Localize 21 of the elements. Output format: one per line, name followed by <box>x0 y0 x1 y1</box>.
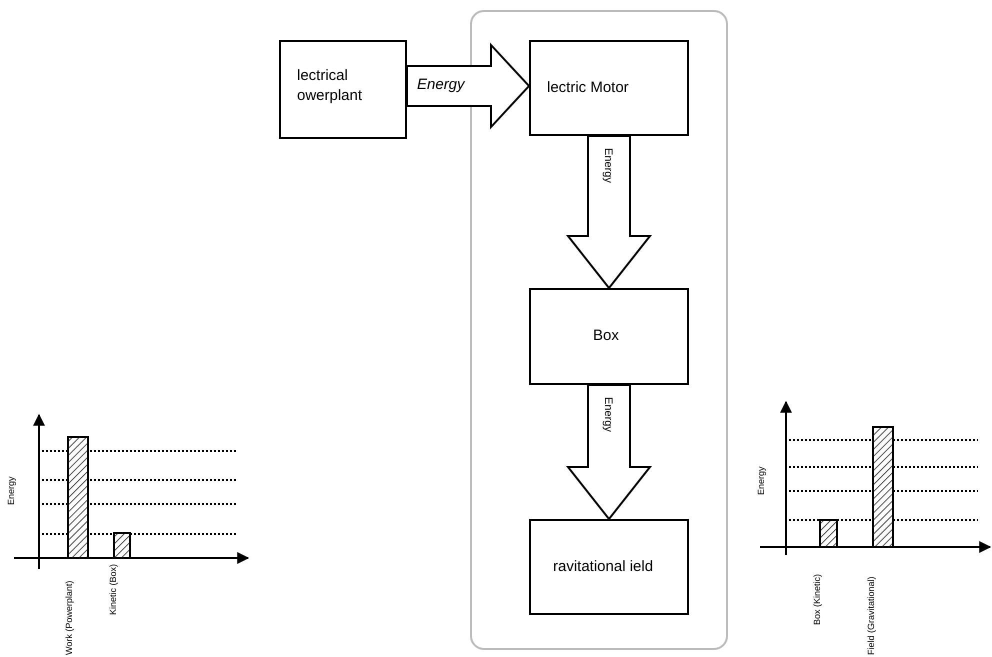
process-box <box>529 288 689 385</box>
axis-label: Energy <box>6 476 16 505</box>
process-box <box>279 40 407 139</box>
box-label: ravitational ield <box>553 557 654 577</box>
arrow <box>406 42 530 130</box>
box-label: lectric Motor <box>547 78 629 98</box>
box-label: lectrical owerplant <box>297 66 364 106</box>
arrow <box>566 384 652 521</box>
bar-label: Work (Powerplant) <box>64 580 74 655</box>
box-label: Box <box>593 326 619 346</box>
group-frame <box>470 10 728 650</box>
edge-label: Energy <box>602 397 614 432</box>
process-box <box>529 519 689 615</box>
bar-label: Kinetic (Box) <box>108 564 118 615</box>
process-box <box>529 40 689 136</box>
edge-label: Energy <box>602 148 614 183</box>
bar-label: Field (Gravitational) <box>866 576 876 655</box>
edge-label: Energy <box>417 76 465 93</box>
arrow <box>566 135 652 290</box>
axis-label: Energy <box>756 466 766 495</box>
bar-label: Box (Kinetic) <box>812 574 822 625</box>
